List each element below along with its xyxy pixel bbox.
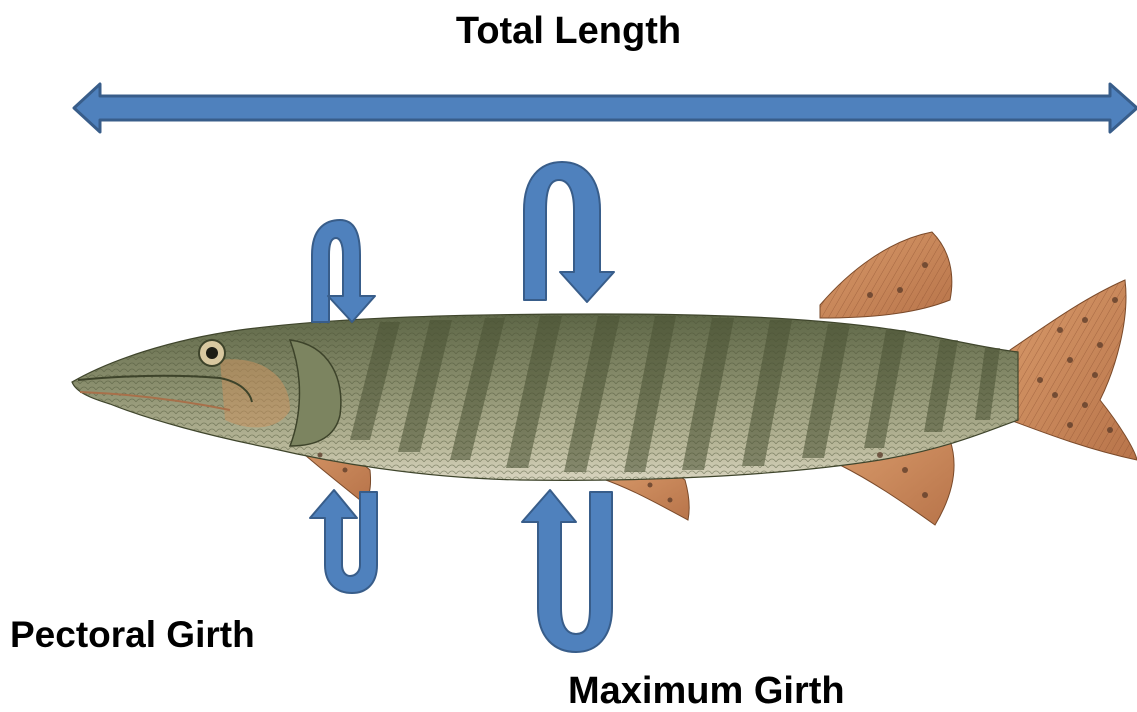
maximum-girth-label: Maximum Girth — [568, 672, 845, 710]
pectoral-girth-upper-arrow-icon — [312, 220, 375, 322]
maximum-girth-upper-arrow-icon — [524, 162, 614, 302]
fish-eye — [199, 340, 225, 366]
pectoral-girth-lower-arrow-icon — [310, 490, 377, 593]
total-length-label: Total Length — [0, 12, 1137, 50]
double-headed-arrow-icon — [74, 84, 1137, 132]
pectoral-girth-label: Pectoral Girth — [10, 616, 255, 653]
maximum-girth-lower-arrow-icon — [522, 490, 612, 652]
